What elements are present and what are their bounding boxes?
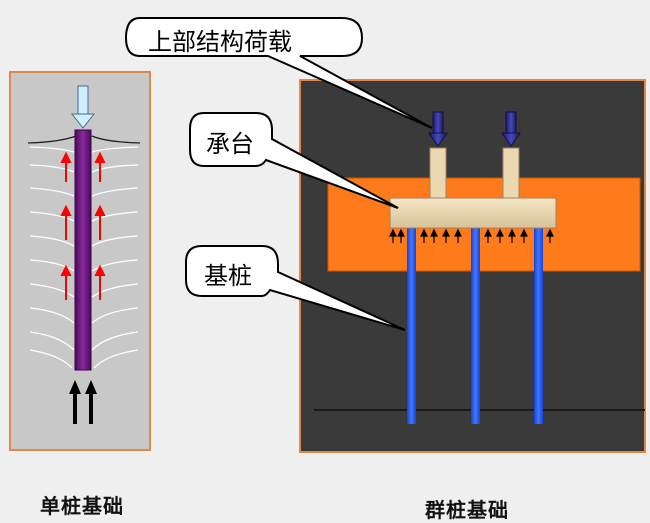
- callout-superstructure-load: [124, 17, 433, 129]
- ground-line: [27, 135, 141, 144]
- group-pile-1: [407, 222, 416, 424]
- column-right: [502, 147, 520, 199]
- foundation-pile-label: 基桩: [204, 262, 252, 290]
- end-bearing-arrows: [69, 380, 97, 424]
- single-pile-caption: 单桩基础: [40, 494, 124, 518]
- single-pile-load-arrow: [70, 85, 96, 129]
- callout-foundation-pile: [185, 245, 406, 331]
- pile-cap-label: 承台: [206, 130, 254, 158]
- column-left: [429, 147, 447, 199]
- single-pile: [74, 129, 92, 371]
- pile-cap: [389, 197, 557, 229]
- soil-stress-curves: [29, 146, 139, 369]
- side-friction-arrows: [60, 151, 106, 300]
- superstructure-load-label: 上部结构荷载: [148, 28, 292, 56]
- group-pile-3: [534, 222, 543, 424]
- superstructure-load-arrows: [428, 111, 521, 147]
- callout-pile-cap: [189, 112, 399, 209]
- group-pile-panel: [299, 79, 646, 453]
- group-pile-2: [471, 222, 480, 424]
- single-pile-panel: [9, 71, 151, 451]
- cap-resistance-arrows: [389, 228, 554, 243]
- group-pile-caption: 群桩基础: [425, 498, 509, 522]
